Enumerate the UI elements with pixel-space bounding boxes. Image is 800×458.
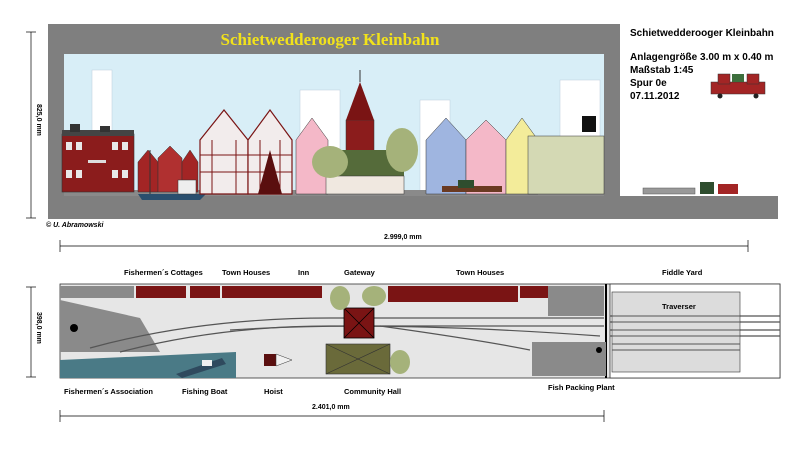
label-town-houses-1: Town Houses	[222, 268, 271, 277]
fiddle-yard-train	[642, 182, 738, 195]
boat-elevation	[138, 150, 206, 200]
copyright: © U. Abramowski	[46, 222, 104, 229]
label-traverser: Traverser	[662, 302, 696, 311]
track-plan	[59, 283, 781, 379]
label-hoist: Hoist	[264, 387, 283, 396]
elevation-title: Schietwedderooger Kleinbahn	[220, 30, 440, 49]
hoist-elevation	[258, 150, 282, 194]
town-houses-elevation	[425, 116, 605, 195]
label-cottages: Fishermen´s Cottages	[124, 268, 203, 277]
plan-width-label: 2.401,0 mm	[312, 404, 350, 411]
association-building	[61, 124, 135, 193]
label-town-houses-2: Town Houses	[456, 268, 505, 277]
tree-right	[386, 128, 418, 172]
timbered-houses	[199, 108, 293, 195]
fiddle-yard-frame	[620, 196, 778, 219]
tree-left	[312, 146, 348, 178]
logo-locomotive	[710, 73, 766, 99]
plan-depth-label: 398,0 mm	[35, 312, 42, 344]
label-fishing-boat: Fishing Boat	[182, 387, 228, 396]
elevation-height-label: 825,0 mm	[35, 104, 42, 136]
label-community-hall: Community Hall	[344, 387, 402, 396]
label-inn: Inn	[298, 268, 310, 277]
info-date: 07.11.2012	[630, 91, 680, 102]
info-gauge: Spur 0e	[630, 78, 667, 89]
train-elevation	[442, 180, 502, 192]
info-scale: Maßstab 1:45	[630, 65, 694, 76]
elevation-width-label: 2.999,0 mm	[384, 234, 422, 241]
label-association: Fishermen´s Association	[64, 387, 153, 396]
info-name: Schietwedderooger Kleinbahn	[630, 28, 774, 39]
label-fish-packing: Fish Packing Plant	[548, 383, 615, 392]
info-size: Anlagengröße 3.00 m x 0.40 m	[630, 52, 774, 63]
label-fiddle-yard: Fiddle Yard	[662, 268, 703, 277]
label-gateway: Gateway	[344, 268, 375, 277]
dimension-lines	[26, 31, 749, 422]
